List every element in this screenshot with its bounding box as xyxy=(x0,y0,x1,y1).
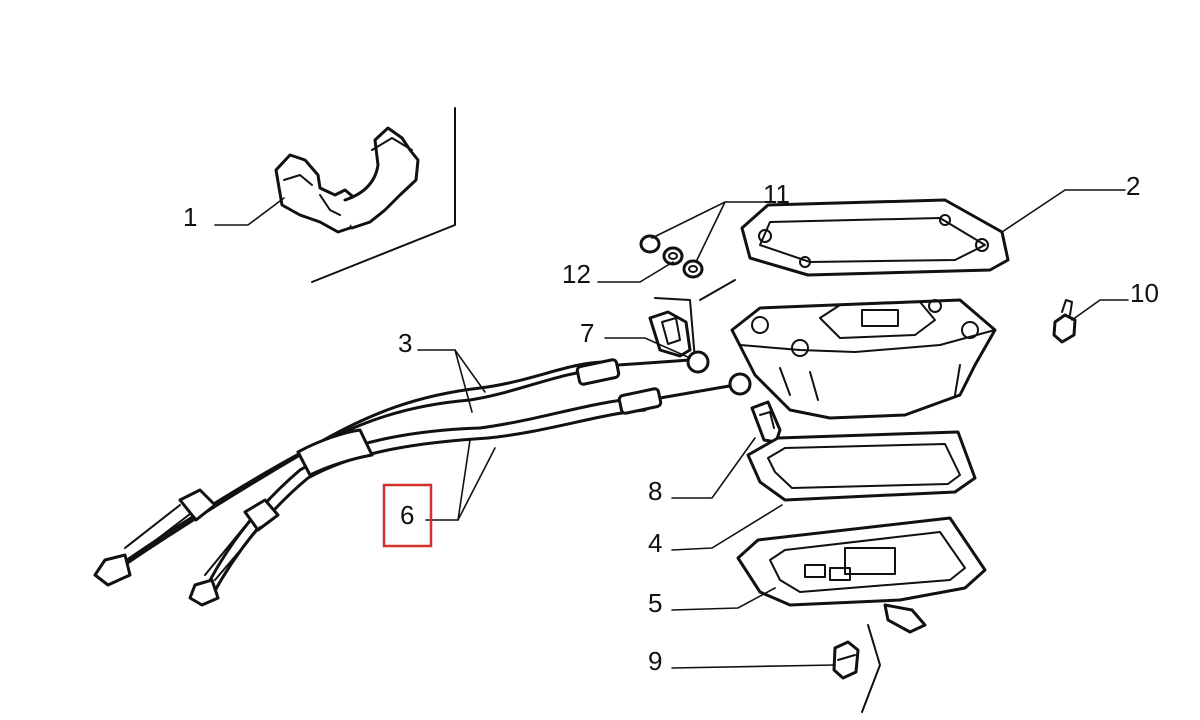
part-7-clip xyxy=(648,279,736,361)
callout-11: 11 xyxy=(763,179,790,209)
callout-9: 9 xyxy=(648,646,662,676)
part-10-bolt xyxy=(1052,299,1077,344)
part-8-clip xyxy=(750,400,782,444)
leader-12 xyxy=(597,261,674,283)
callout-1: 1 xyxy=(183,202,197,232)
part-4-gasket xyxy=(746,430,977,502)
part-11-12-nuts-washers xyxy=(639,234,704,279)
leader-8 xyxy=(671,437,756,499)
highlight-box-callout-6 xyxy=(382,483,433,548)
part-5-base-plate xyxy=(736,516,987,634)
leader-4 xyxy=(671,504,783,551)
leader-5 xyxy=(671,587,776,611)
part-9-screw xyxy=(832,640,860,680)
callout-labels: 1 2 3 4 5 6 7 8 9 10 11 12 xyxy=(183,171,1159,676)
leader-3 xyxy=(417,349,486,393)
callout-7: 7 xyxy=(580,318,594,348)
leader-10 xyxy=(1071,299,1129,321)
part-1-clamp xyxy=(274,126,420,234)
leader-6 xyxy=(425,447,496,521)
ground-line xyxy=(861,624,881,713)
callout-10: 10 xyxy=(1130,278,1159,308)
callout-2: 2 xyxy=(1126,171,1140,201)
leader-1 xyxy=(214,197,285,226)
leader-7 xyxy=(604,337,691,359)
callout-5: 5 xyxy=(648,588,662,618)
leader-9 xyxy=(671,664,836,669)
callout-6: 6 xyxy=(400,500,414,530)
callout-8: 8 xyxy=(648,476,662,506)
part-2-cover xyxy=(740,198,1010,277)
leader-3b xyxy=(454,349,473,413)
leader-11b xyxy=(695,201,726,263)
leader-2 xyxy=(1001,189,1126,233)
callout-3: 3 xyxy=(398,328,412,358)
part-3-6-cables xyxy=(93,350,752,607)
gearshift-housing xyxy=(730,298,997,420)
callout-4: 4 xyxy=(648,528,662,558)
callout-12: 12 xyxy=(562,259,591,289)
leader-lines xyxy=(214,189,1129,669)
leader-6b xyxy=(457,439,471,521)
inset-border xyxy=(311,107,456,283)
